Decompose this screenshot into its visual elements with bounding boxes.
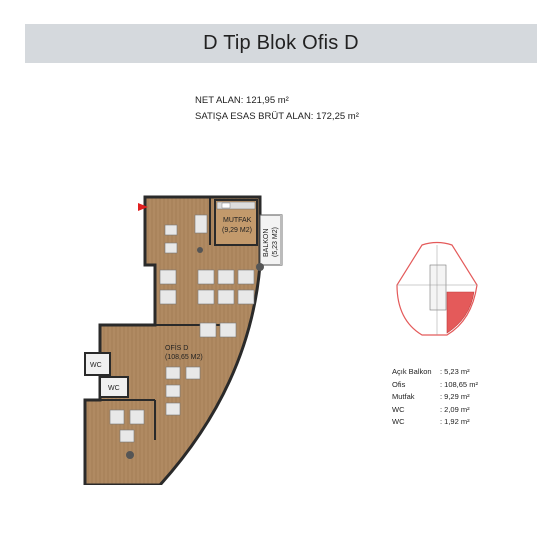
kitchen-counter [216, 201, 256, 210]
column [256, 263, 264, 271]
balcony-label: BALKON [263, 229, 270, 257]
summary-key: WC [392, 404, 405, 414]
summary-row: Ofis : 108,65 m² [392, 379, 478, 392]
office-area-label: (108,65 M2) [165, 354, 203, 361]
summary-row: WC : 2,09 m² [392, 404, 478, 417]
area-info: NET ALAN: 121,95 m² SATIŞA ESAS BRÜT ALA… [195, 93, 359, 125]
page-title: D Tip Blok Ofis D [203, 32, 359, 54]
key-plan [396, 241, 478, 336]
summary-value: : 2,09 m² [440, 404, 470, 414]
office-label: OFİS D [165, 343, 188, 352]
summary-row: Mutfak : 9,29 m² [392, 391, 478, 404]
summary-value: : 108,65 m² [440, 379, 478, 389]
title-bar: D Tip Blok Ofis D [25, 24, 537, 63]
wc-label-2: WC [108, 385, 120, 392]
area-summary: Açık Balkon : 5,23 m² Ofis : 108,65 m² M… [392, 366, 478, 429]
net-area: NET ALAN: 121,95 m² [195, 95, 289, 106]
wc-room-1 [84, 352, 111, 376]
summary-key: Açık Balkon [392, 367, 432, 376]
summary-value: : 5,23 m² [440, 367, 470, 376]
kitchen-area-label: (9,29 M2) [222, 227, 252, 234]
entrance-marker [138, 203, 148, 211]
key-plan-core [429, 264, 447, 311]
desk-group [109, 214, 255, 443]
column [197, 247, 203, 253]
summary-value: : 9,29 m² [440, 392, 470, 401]
summary-row: WC : 1,92 m² [392, 416, 478, 429]
balcony-rail [280, 215, 283, 265]
column [126, 451, 134, 459]
summary-row: Açık Balkon : 5,23 m² [392, 366, 478, 379]
wc-room-2 [99, 376, 129, 398]
key-plan-highlight [446, 291, 475, 334]
kitchen-sink [221, 202, 231, 209]
floor-plan: MUTFAK (9,29 M2) BALKON (5,23 M2) OFİS D… [83, 195, 283, 485]
balcony-area-label: (5,23 M2) [272, 227, 279, 257]
summary-key: Ofis [392, 379, 406, 389]
summary-key: WC [392, 417, 405, 426]
summary-key: Mutfak [392, 392, 415, 401]
kitchen-label: MUTFAK [223, 217, 252, 224]
summary-value: : 1,92 m² [440, 417, 470, 426]
wc-label-1: WC [90, 362, 102, 369]
gross-area: SATIŞA ESAS BRÜT ALAN: 172,25 m² [195, 111, 359, 122]
